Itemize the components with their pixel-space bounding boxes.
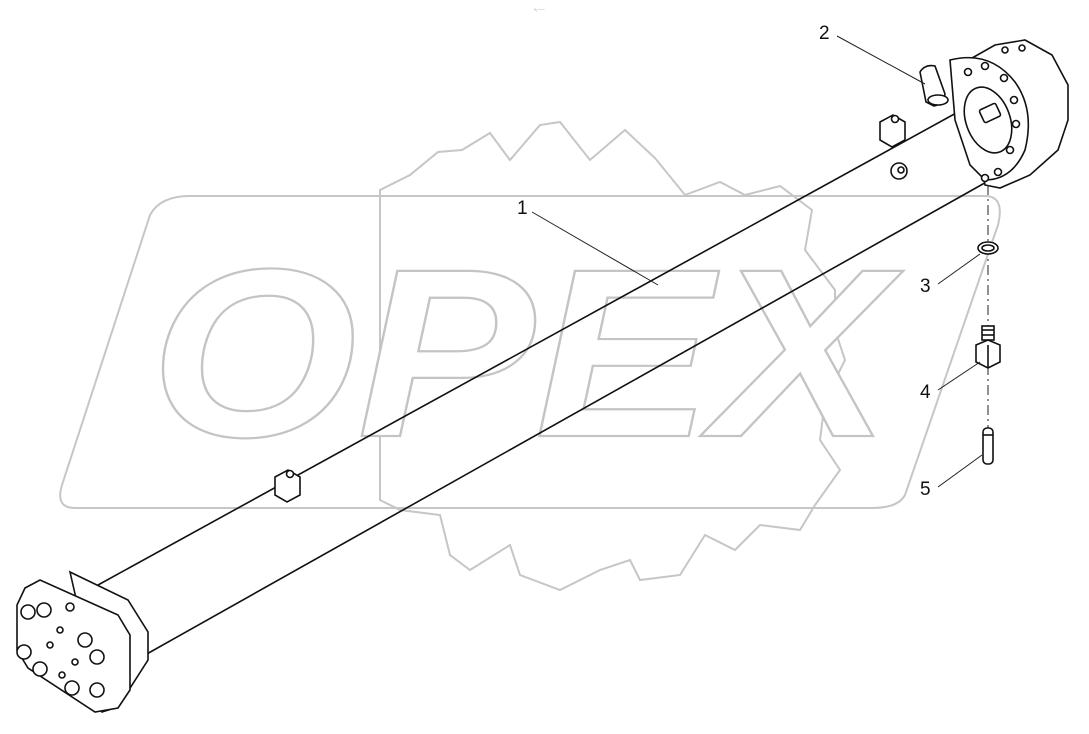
tube-port-inner	[897, 166, 905, 174]
watermark: OPEX	[59, 120, 1001, 592]
seal-ring	[977, 241, 999, 255]
callout-number: 4	[920, 382, 931, 403]
cylinder-head	[949, 39, 1069, 189]
callout-5: 5	[920, 454, 983, 500]
watermark-badge	[59, 195, 1001, 509]
header-mark: ᵒᵥ −−−	[534, 7, 546, 12]
callout-number: 3	[920, 276, 931, 297]
watermark-gear	[379, 120, 847, 592]
callout-number: 5	[920, 479, 931, 500]
callout-3: 3	[920, 253, 981, 297]
callout-number: 1	[517, 198, 528, 219]
connector-block-upper	[879, 114, 906, 148]
connector-block-lower	[274, 469, 301, 503]
bleed-valve	[919, 64, 949, 107]
head-bolt-holes	[963, 44, 1026, 183]
callout-number: 2	[819, 23, 830, 44]
cylinder-tube	[97, 111, 991, 656]
pin	[982, 427, 994, 465]
watermark-brand: OPEX	[150, 219, 904, 487]
callout-1: 1	[517, 198, 659, 286]
end-cap-left	[16, 570, 149, 714]
callout-2: 2	[819, 23, 926, 85]
callout-4: 4	[920, 361, 981, 403]
fitting	[975, 325, 1001, 369]
end-cap-bolts	[16, 602, 105, 698]
